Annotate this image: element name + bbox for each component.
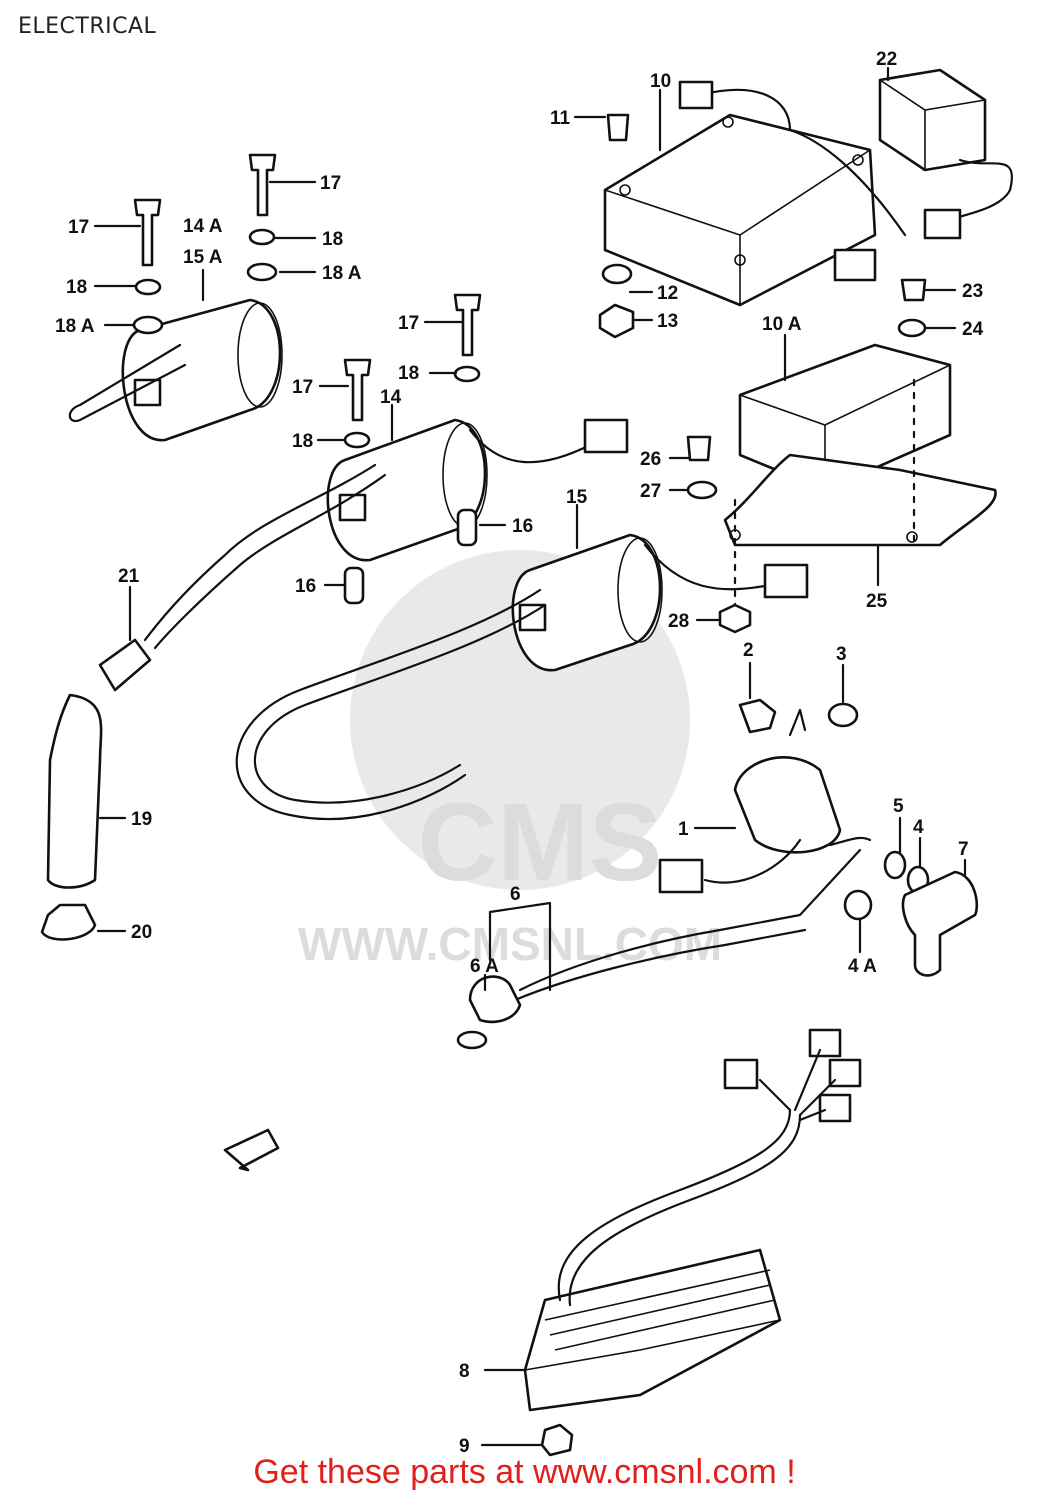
callout-6: 6 [510,884,521,905]
callout-18a: 18 A [55,316,95,337]
ht-lead-1 [143,463,377,642]
part-14a-ignition-coil[interactable] [68,298,283,442]
callout-22: 22 [876,49,897,70]
callout-26: 26 [640,449,661,470]
callout-14a: 14 A [183,216,223,237]
callout-21: 21 [118,566,140,587]
callout-27: 27 [640,481,661,502]
part-22-relay[interactable] [878,68,1013,240]
page-title: ELECTRICAL [18,14,157,39]
callout-16: 16 [295,576,316,597]
part-1-starter-relay[interactable] [658,708,872,894]
callout-3: 3 [836,644,847,665]
callout-2: 2 [743,640,754,661]
callout-17: 17 [292,377,313,398]
callout-18: 18 [322,229,343,250]
part-21-boot[interactable] [98,638,152,692]
part-3-nut[interactable] [827,702,859,728]
part-5-washer[interactable] [883,850,907,880]
part-10-ignitor[interactable] [603,80,907,307]
ht-lead-2 [235,588,542,821]
callout-17: 17 [320,173,341,194]
watermark-url: WWW.CMSNL.COM [298,918,722,970]
part-7-cover[interactable] [901,870,979,977]
callout-1: 1 [678,819,689,840]
watermark: CMS WWW.CMSNL.COM [298,550,722,970]
callout-13: 13 [657,311,678,332]
part-10a-ignitor[interactable] [738,343,952,492]
callout-10: 10 [650,71,671,92]
callout-16: 16 [512,516,533,537]
callout-4: 4 [913,817,924,838]
callout-7: 7 [958,839,969,860]
callout-18: 18 [292,431,313,452]
part-15-ignition-coil[interactable] [511,533,809,672]
part-2-bolt[interactable] [738,698,777,734]
callouts: 17 18 18 A 14 A 15 A 17 18 18 A 17 18 17… [55,49,984,1457]
callout-23: 23 [962,281,983,302]
part-6-battery-lead[interactable] [456,848,862,1050]
watermark-brand: CMS [418,781,662,904]
part-4a-nut[interactable] [843,889,873,921]
callout-17: 17 [398,313,419,334]
callout-25: 25 [866,591,888,612]
part-20-cover[interactable] [40,903,97,941]
callout-6a: 6 A [470,956,499,977]
callout-9: 9 [459,1436,470,1457]
callout-12: 12 [657,283,678,304]
callout-15a: 15 A [183,247,223,268]
callout-18: 18 [66,277,87,298]
part-9-screw[interactable] [540,1423,574,1457]
footer-link[interactable]: Get these parts at www.cmsnl.com ! [253,1453,796,1491]
leader-lines [93,66,967,1447]
callout-20: 20 [131,922,152,943]
callout-11: 11 [550,108,571,129]
part-25-bracket[interactable] [723,453,997,547]
callout-18a: 18 A [322,263,362,284]
fasteners [132,113,927,634]
callout-15: 15 [566,487,588,508]
callout-5: 5 [893,796,904,817]
ht-lead-1b [153,473,387,650]
part-19-plug-cap[interactable] [46,693,103,889]
callout-10a: 10 A [762,314,802,335]
callout-17: 17 [68,217,89,238]
part-8-regulator-rectifier[interactable] [523,1028,862,1412]
part-14-ignition-coil[interactable] [326,418,629,562]
front-direction-arrow-icon [223,1128,280,1172]
callout-18: 18 [398,363,419,384]
callout-28: 28 [668,611,689,632]
callout-19: 19 [131,809,152,830]
callout-8: 8 [459,1361,470,1382]
callout-24: 24 [962,319,984,340]
ht-lead-2b [253,603,547,804]
callout-4a: 4 A [848,956,877,977]
callout-14: 14 [380,387,402,408]
